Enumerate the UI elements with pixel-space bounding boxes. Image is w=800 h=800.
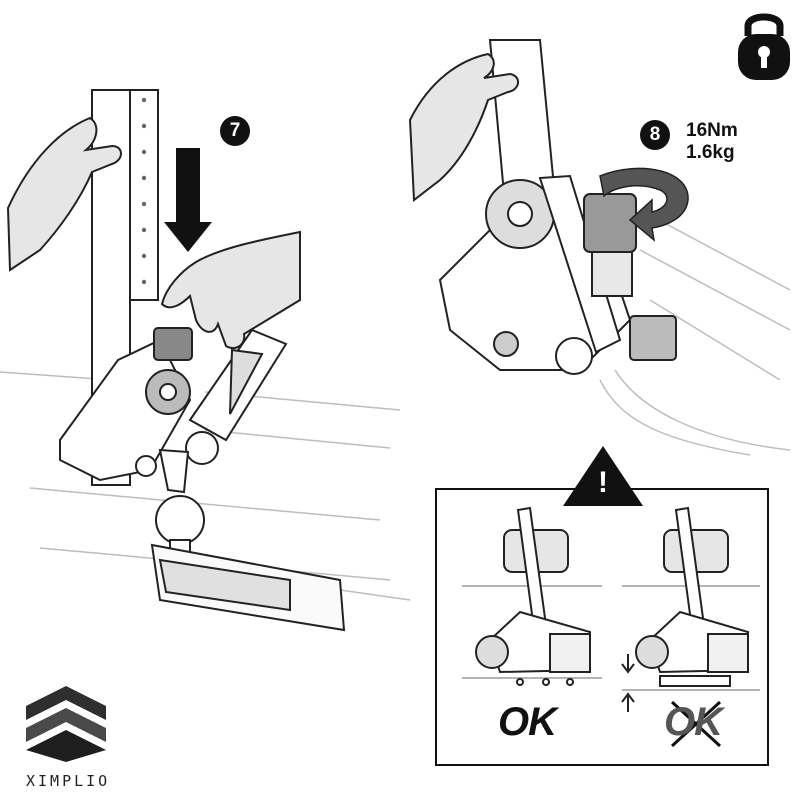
correct-label: OK (498, 700, 557, 744)
step-7-number: 7 (229, 120, 241, 141)
torque-weight: 1.6kg (686, 142, 735, 163)
ximplio-logo-icon (26, 686, 106, 762)
brand-name: XIMPLIO (26, 772, 111, 790)
left-hand-step7 (6, 116, 122, 272)
step-7-badge: 7 (220, 116, 250, 146)
warning-symbol: ! (598, 466, 608, 499)
right-hand-step7 (160, 230, 301, 350)
incorrect-label: OK (664, 700, 723, 744)
tighten-rotation-arrow (599, 167, 689, 242)
step-8-badge: 8 (640, 120, 670, 150)
press-down-arrow (164, 148, 212, 252)
incorrect-cross-mark (670, 700, 722, 748)
warning-triangle-icon (563, 446, 643, 506)
lock-icon (738, 13, 790, 80)
torque-spec: 16Nm 1.6kg (686, 120, 738, 164)
step-8-number: 8 (649, 124, 661, 145)
hand-step8 (408, 52, 519, 202)
torque-value: 16Nm (686, 120, 738, 141)
